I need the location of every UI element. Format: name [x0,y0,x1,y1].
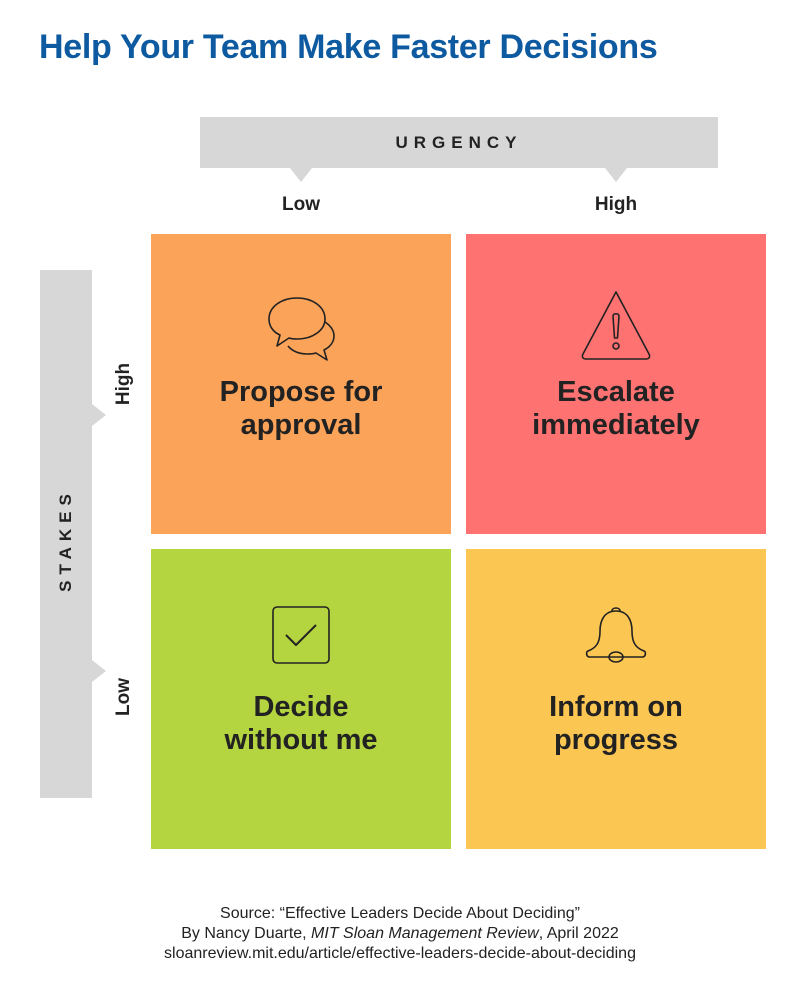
source-date: , April 2022 [538,925,619,942]
stakes-axis-label: STAKES [56,488,75,592]
checkbox-icon [272,606,330,664]
source-publication: MIT Sloan Management Review [311,925,539,942]
urgency-low-pointer [290,168,312,182]
quadrant-text: Decide without me [151,691,451,757]
quadrant-decide-without-me: Decide without me [151,549,451,849]
quadrant-propose-for-approval: Propose for approval [151,234,451,534]
urgency-low-label: Low [282,194,320,215]
quadrant-line2: approval [240,409,362,441]
quadrant-line2: immediately [532,409,700,441]
source-url[interactable]: sloanreview.mit.edu/article/effective-le… [164,945,636,962]
source-title-line: Source: “Effective Leaders Decide About … [220,905,580,922]
quadrant-text: Inform on progress [466,691,766,757]
stakes-high-label: High [113,362,134,406]
quadrant-line1: Escalate [557,376,675,408]
source-citation: Source: “Effective Leaders Decide About … [0,904,800,964]
quadrant-text: Propose for approval [151,376,451,442]
quadrant-line2: without me [224,724,378,756]
stakes-low-pointer [92,660,106,682]
bell-icon [585,607,647,663]
source-author: By Nancy Duarte, [181,925,312,942]
quadrant-line2: progress [553,724,679,756]
quadrant-inform-on-progress: Inform on progress [466,549,766,849]
quadrant-escalate-immediately: Escalate immediately [466,234,766,534]
page-title: Help Your Team Make Faster Decisions [39,28,658,66]
stakes-low-label: Low [113,678,134,716]
urgency-high-pointer [605,168,627,182]
urgency-axis-banner: URGENCY [200,117,718,168]
stakes-high-pointer [92,404,106,426]
warning-triangle-icon [581,291,651,360]
speech-bubbles-icon [268,297,335,361]
quadrant-line1: Inform on [549,691,683,723]
urgency-axis-label: URGENCY [395,132,523,152]
source-author-line: By Nancy Duarte, MIT Sloan Management Re… [0,924,800,944]
urgency-high-label: High [594,194,638,215]
stakes-axis-banner [40,270,92,798]
quadrant-line1: Decide [253,691,349,723]
quadrant-line1: Propose for [219,376,383,408]
quadrant-text: Escalate immediately [466,376,766,442]
